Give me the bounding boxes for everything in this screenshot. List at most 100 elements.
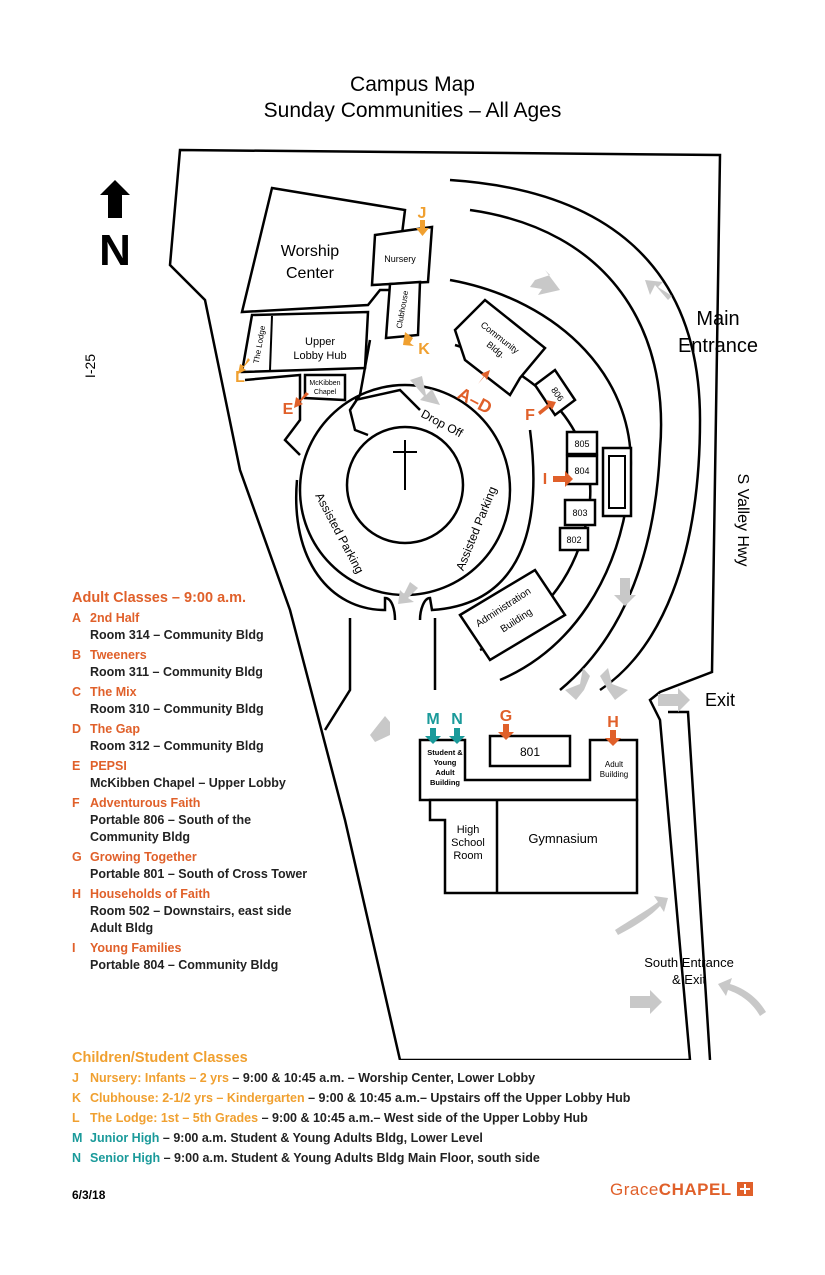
gray-arrow-icon [530, 270, 560, 295]
marker-e: E [283, 401, 294, 418]
portable-804-label: 804 [574, 466, 589, 476]
exit-label: Exit [705, 690, 735, 710]
administration-building [458, 568, 567, 662]
north-label: N [99, 226, 131, 275]
gray-arrow-icon [718, 978, 766, 1016]
south-entrance-label-2: & Exit [672, 972, 706, 987]
logo-plus-icon [736, 1182, 753, 1196]
map-title: Campus Map [350, 73, 475, 96]
student-label-2: Young [434, 758, 457, 767]
s-valley-hwy-label: S Valley Hwy [734, 473, 751, 566]
adult-classes-header: Adult Classes – 9:00 a.m. [72, 590, 247, 606]
i25-label: I-25 [82, 354, 98, 378]
traffic-arrows [370, 270, 766, 1016]
marker-arrow-icon [553, 471, 573, 487]
mckibben-chapel [303, 373, 347, 402]
east-road-lane [668, 710, 712, 1060]
main-entrance-label-1: Main [696, 308, 739, 330]
marker-i: I [543, 471, 547, 488]
marker-n: N [451, 711, 463, 728]
worship-center-label-2: Center [286, 265, 335, 282]
gray-arrow-icon [565, 668, 590, 700]
cross-tower-link [354, 388, 421, 411]
portable-801 [488, 734, 572, 768]
south-road [323, 618, 437, 731]
marker-m: M [426, 711, 439, 728]
map-date: 6/3/18 [72, 1188, 106, 1202]
marker-arrow-icon [425, 728, 441, 744]
gray-arrow-icon [615, 896, 668, 935]
gray-arrow-icon [370, 716, 390, 742]
upper-lobby-label-1: Upper [305, 336, 335, 348]
campus-map: N I-25 Worship Center Nursery Clubhouse … [82, 148, 766, 1060]
worship-center [240, 186, 407, 314]
nursery-building [370, 225, 434, 287]
grace-chapel-logo: GraceCHAPEL [610, 1180, 753, 1200]
community-building [453, 298, 547, 397]
student-label-3: Adult [435, 768, 455, 777]
student-label-4: Building [430, 778, 460, 787]
marker-arrow-icon [403, 332, 414, 346]
marker-arrow-icon [238, 358, 250, 374]
marker-g: G [500, 708, 512, 725]
marker-j: J [418, 205, 427, 222]
marker-arrow-icon [416, 228, 429, 236]
portable-801-label: 801 [520, 745, 540, 759]
east-walkway [348, 339, 372, 437]
adult-bldg-label-1: Adult [605, 760, 624, 769]
high-school-label-1: High [457, 824, 480, 836]
gray-arrow-icon [398, 582, 418, 604]
marker-arrow-icon [538, 400, 556, 415]
south-entrance-label-1: South Entrance [644, 955, 734, 970]
marker-arrow-icon [449, 728, 465, 744]
orange-markers: J K L [235, 205, 430, 386]
portable-802-label: 802 [566, 535, 581, 545]
property-boundary [168, 148, 722, 1060]
portable-805 [565, 430, 599, 456]
gray-arrow-icon [658, 688, 690, 712]
assisted-parking-outer [294, 429, 535, 621]
marker-arrow-icon [294, 392, 309, 408]
marker-arrow-icon [605, 730, 621, 746]
marker-h: H [607, 714, 619, 731]
marker-arrow-icon [498, 724, 514, 740]
gray-arrow-icon [630, 990, 662, 1014]
mckibben-label-1: McKibben [309, 380, 340, 387]
portable-803-label: 803 [572, 508, 587, 518]
marker-f: F [525, 407, 535, 424]
portable-802 [558, 526, 590, 552]
gymnasium-block [428, 798, 639, 895]
east-shelter [601, 446, 633, 518]
portable-805-label: 805 [574, 439, 589, 449]
high-school-label-2: School [451, 837, 485, 849]
marker-k: K [418, 341, 430, 358]
clubhouse-building [384, 280, 422, 340]
nursery-label: Nursery [384, 254, 416, 264]
mckibben-label-2: Chapel [314, 389, 337, 396]
map-subtitle: Sunday Communities – All Ages [263, 99, 562, 122]
high-school-label-3: Room [453, 850, 482, 862]
children-classes-header: Children/Student Classes [72, 1050, 248, 1066]
road-arc-2 [469, 208, 663, 691]
gray-arrow-icon [600, 668, 628, 700]
marker-l: L [235, 369, 245, 386]
gray-arrow-icon [645, 280, 672, 300]
student-label-1: Student & [427, 748, 463, 757]
outer-road-arc [449, 178, 702, 692]
worship-center-label-1: Worship [281, 243, 339, 260]
gray-arrow-icon [410, 376, 440, 405]
